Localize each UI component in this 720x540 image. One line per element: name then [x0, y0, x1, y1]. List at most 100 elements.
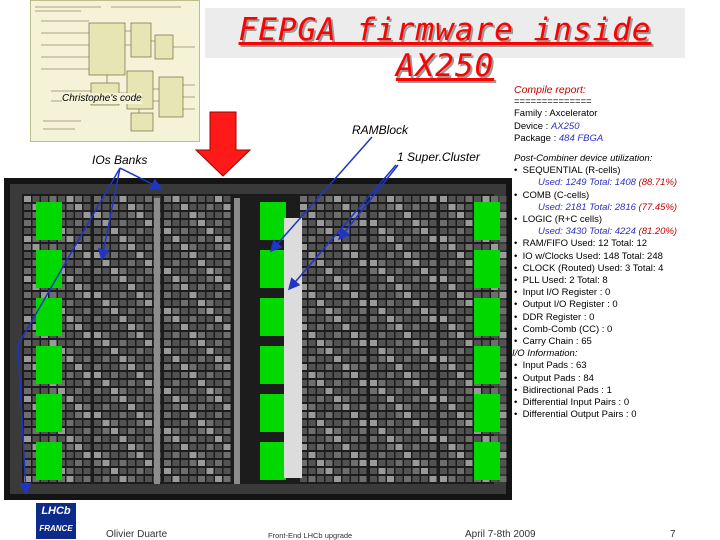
logic-cell [300, 276, 307, 282]
ram-block [474, 298, 500, 336]
logic-cell [465, 476, 473, 482]
logic-cell [223, 372, 231, 378]
logic-cell [370, 324, 377, 330]
logic-cell [300, 428, 307, 434]
logic-cell [206, 308, 214, 314]
logic-cell [164, 332, 171, 338]
logic-cell [440, 356, 447, 362]
logic-cell [465, 364, 473, 370]
logic-cell [342, 324, 350, 330]
logic-cell [206, 300, 214, 306]
logic-cell [351, 428, 358, 434]
logic-cell [351, 404, 358, 410]
logic-cell [387, 228, 394, 234]
logic-cell [308, 228, 316, 234]
logic-cell [215, 244, 222, 250]
logic-cell [429, 468, 437, 474]
logic-cell [308, 452, 316, 458]
logic-cell [448, 236, 456, 242]
logic-cell [24, 204, 31, 210]
logic-cell [24, 236, 31, 242]
logic-cell [83, 428, 91, 434]
logic-cell [66, 260, 74, 266]
logic-cell [215, 332, 222, 338]
logic-cell [351, 220, 358, 226]
logic-cell [395, 300, 403, 306]
logic-cell [465, 460, 473, 466]
logic-cell [308, 428, 316, 434]
logic-cell [83, 268, 91, 274]
logic-cell [164, 468, 171, 474]
logic-cell [75, 228, 82, 234]
logic-cell [448, 332, 456, 338]
logic-cell [66, 308, 74, 314]
logic-cell [300, 468, 307, 474]
list-item: • Differential Input Pairs : 0 [514, 397, 630, 409]
logic-cell [499, 420, 507, 426]
logic-cell [128, 228, 135, 234]
logic-cell [145, 428, 152, 434]
logic-cell [119, 316, 127, 322]
logic-cell [41, 292, 48, 298]
logic-cell [465, 268, 473, 274]
logic-cell [499, 196, 507, 202]
logic-cell [24, 268, 31, 274]
logic-cell [145, 300, 152, 306]
logic-cell [317, 196, 324, 202]
logic-cell [342, 444, 350, 450]
logic-cell [404, 396, 411, 402]
logic-cell [342, 300, 350, 306]
logic-cell [145, 292, 152, 298]
logic-cell [325, 420, 333, 426]
logic-cell [317, 228, 324, 234]
logic-cell [128, 404, 135, 410]
logic-cell [308, 324, 316, 330]
logic-cell [351, 196, 358, 202]
logic-cell [206, 444, 214, 450]
logic-cell [465, 324, 473, 330]
logic-cell [404, 340, 411, 346]
io-arrow-line-2 [119, 167, 163, 190]
logic-cell [412, 356, 420, 362]
logic-cell [387, 276, 394, 282]
logic-cell [499, 428, 507, 434]
logic-cell [136, 468, 144, 474]
logic-cell [83, 292, 91, 298]
logic-cell [198, 204, 205, 210]
logic-cell [75, 308, 82, 314]
logic-cell [111, 428, 118, 434]
logic-cell [308, 412, 316, 418]
logic-cell [164, 324, 171, 330]
logic-cell [404, 324, 411, 330]
logic-cell [223, 292, 231, 298]
logic-cell [387, 316, 394, 322]
logic-cell [111, 340, 118, 346]
logic-cell [215, 420, 222, 426]
logic-cell [206, 460, 214, 466]
logic-cell [342, 316, 350, 322]
logic-cell [164, 364, 171, 370]
logic-cell [359, 364, 367, 370]
logic-cell [128, 420, 135, 426]
logic-cell [499, 308, 507, 314]
logic-cell [317, 460, 324, 466]
logic-cell [145, 252, 152, 258]
logic-cell [223, 420, 231, 426]
logic-cell [164, 220, 171, 226]
logic-cell [136, 372, 144, 378]
logic-cell [465, 300, 473, 306]
logic-cell [412, 364, 420, 370]
logic-cell [223, 316, 231, 322]
logic-cell [342, 268, 350, 274]
logic-cell [342, 332, 350, 338]
logic-cell [83, 276, 91, 282]
logic-cell [421, 252, 428, 258]
logic-cell [172, 380, 180, 386]
logic-cell [412, 244, 420, 250]
list-item: • PLL Used: 2 Total: 8 [514, 275, 608, 287]
logic-cell [198, 404, 205, 410]
logic-cell [75, 204, 82, 210]
logic-cell [370, 404, 377, 410]
logic-cell [421, 316, 428, 322]
logic-cell [457, 388, 464, 394]
